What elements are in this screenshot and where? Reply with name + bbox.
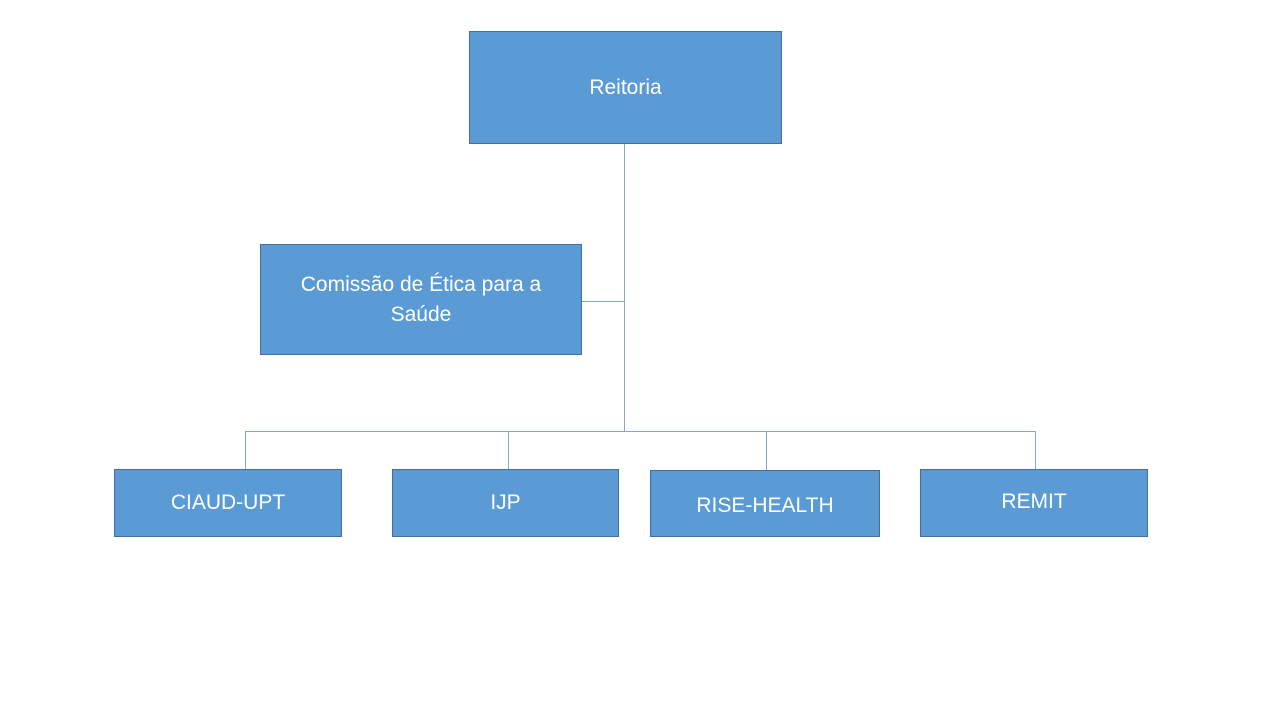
connector-children-distribution bbox=[245, 431, 1036, 432]
connector-ethics-horizontal bbox=[581, 301, 624, 302]
org-node-comissao-etica-saude: Comissão de Ética para a Saúde bbox=[260, 244, 582, 355]
connector-trunk-vertical bbox=[624, 144, 625, 431]
connector-drop-rise-health bbox=[766, 431, 767, 470]
org-node-label-remit: REMIT bbox=[1001, 490, 1067, 513]
connector-drop-ijp bbox=[508, 431, 509, 469]
org-node-label-comissao-etica-saude: Comissão de Ética para a Saúde bbox=[300, 272, 542, 326]
org-node-remit: REMIT bbox=[920, 469, 1148, 537]
connector-drop-remit bbox=[1035, 431, 1036, 469]
org-node-rise-health: RISE-HEALTH bbox=[650, 470, 880, 537]
org-node-label-ijp: IJP bbox=[490, 491, 521, 514]
org-node-label-reitoria: Reitoria bbox=[589, 75, 662, 99]
org-node-ciaud-upt: CIAUD-UPT bbox=[114, 469, 342, 537]
org-node-ijp: IJP bbox=[392, 469, 619, 537]
org-node-reitoria: Reitoria bbox=[469, 31, 782, 144]
org-node-label-ciaud-upt: CIAUD-UPT bbox=[170, 491, 286, 514]
org-node-label-rise-health: RISE-HEALTH bbox=[696, 493, 834, 517]
connector-drop-ciaud-upt bbox=[245, 431, 246, 469]
